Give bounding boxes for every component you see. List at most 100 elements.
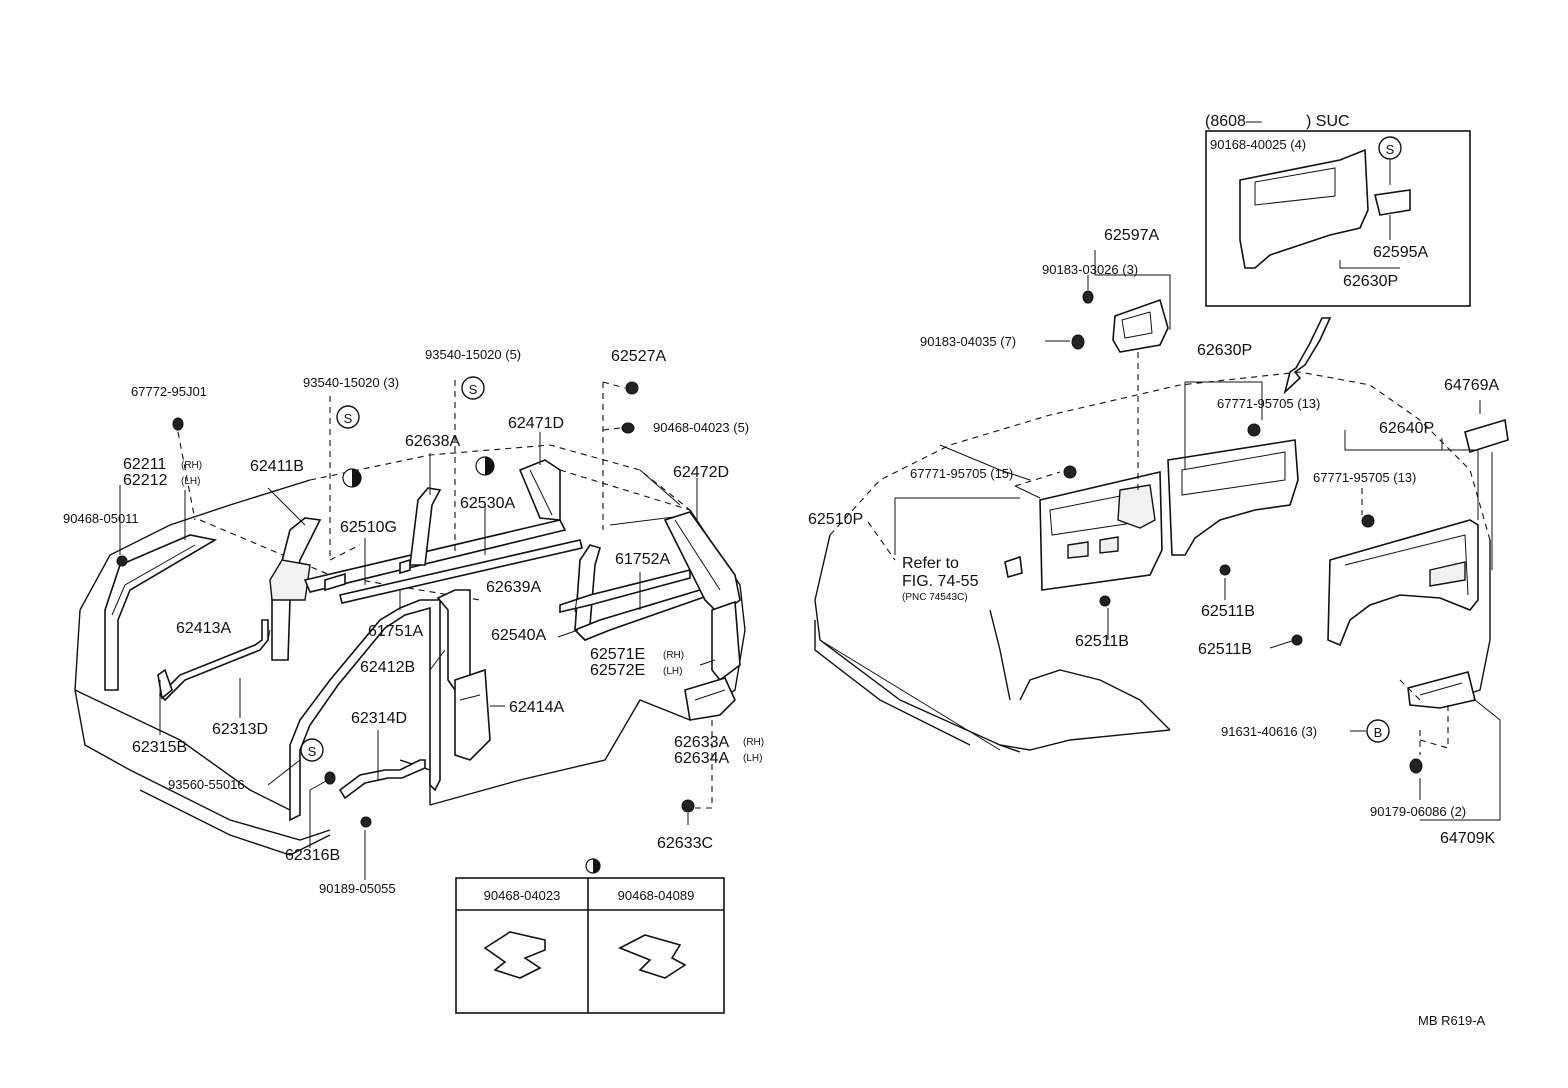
- suc-detail-box: [1205, 130, 1471, 307]
- part-label: 67772-95J01: [131, 384, 207, 399]
- door-opening-weatherstrip-61751A: [289, 599, 441, 822]
- quarter-trim-62571E: [711, 600, 741, 682]
- part-label: 90189-05055: [319, 881, 396, 896]
- weatherstrip-62313D: [157, 619, 269, 702]
- part-label: 62630P: [1197, 342, 1252, 359]
- b-symbol-text: B: [1374, 725, 1383, 740]
- part-label: (RH): [181, 460, 202, 471]
- part-label: FIG. 74-55: [902, 573, 979, 590]
- part-label: (PNC 74543C): [902, 592, 968, 603]
- pillar-62412B: [436, 589, 471, 692]
- part-label: 62638A: [405, 433, 460, 450]
- part-label: 62633C: [657, 835, 713, 852]
- s-symbol-text: S: [308, 744, 317, 759]
- part-label: 62530A: [460, 495, 515, 512]
- part-label: 62314D: [351, 710, 407, 727]
- s-symbol-text: S: [469, 382, 478, 397]
- part-label: 67771-95705 (13): [1217, 396, 1320, 411]
- part-label: Refer to: [902, 555, 959, 572]
- quarter-trim-panel-62630P: [1167, 439, 1299, 556]
- garnish-62414A: [454, 668, 491, 761]
- part-label: (RH): [663, 650, 684, 661]
- part-label: 62511B: [1075, 633, 1129, 650]
- part-label: 62511B: [1201, 603, 1255, 620]
- part-label: ) SUC: [1306, 113, 1350, 130]
- part-label: (LH): [663, 666, 682, 677]
- part-label: 62414A: [509, 699, 564, 716]
- pillar-62472D: [663, 511, 741, 617]
- diagram-code: MB R619-A: [1418, 1013, 1486, 1028]
- part-label: 62211: [123, 456, 166, 473]
- quarter-trim-panel-62640P: [1327, 519, 1479, 647]
- part-label: 61752A: [615, 551, 670, 568]
- part-label: 90468-04023 (5): [653, 420, 749, 435]
- part-label: 62313D: [212, 721, 268, 738]
- part-label: 62571E: [590, 646, 645, 663]
- part-label: 62212: [123, 472, 168, 489]
- refer-panel: [1004, 555, 1023, 579]
- part-label: 62412B: [360, 659, 415, 676]
- part-label: 62540A: [491, 627, 546, 644]
- s-symbol-text: S: [344, 411, 353, 426]
- part-label: 62633A: [674, 734, 729, 751]
- part-label: 90183-04035 (7): [920, 334, 1016, 349]
- s-symbol-icon: [300, 136, 1402, 762]
- clip-table: [455, 877, 725, 1014]
- part-label: 90183-03026 (3): [1042, 262, 1138, 277]
- bracket-64709K: [1407, 671, 1476, 709]
- part-label: (LH): [743, 753, 762, 764]
- part-label: 62572E: [590, 662, 645, 679]
- quarter-trim-panel-62510P: [1039, 470, 1163, 591]
- cover-64769A: [1464, 418, 1509, 454]
- clip-icon: [1063, 423, 1423, 774]
- clip-table-header: 90468-04089: [618, 888, 695, 903]
- part-label: 62316B: [285, 847, 340, 864]
- part-label: 62413A: [176, 620, 231, 637]
- s-symbol-text: S: [1386, 142, 1395, 157]
- part-label: 62471D: [508, 415, 564, 432]
- roof-side-rail-62510G: [303, 519, 567, 593]
- trim-62633A: [684, 677, 736, 721]
- nut-icon: [1071, 334, 1085, 350]
- part-label: 90168-40025 (4): [1210, 137, 1306, 152]
- part-label: 62634A: [674, 750, 729, 767]
- part-label: 62595A: [1373, 244, 1428, 261]
- arrow-icon: [1283, 317, 1332, 395]
- clip-table-header: 90468-04023: [484, 888, 561, 903]
- nut-icon: [1082, 290, 1094, 304]
- part-label: 62527A: [611, 348, 666, 365]
- windshield-molding-62211: [104, 534, 218, 691]
- part-label: 62630P: [1343, 273, 1398, 290]
- part-label: 62639A: [486, 579, 541, 596]
- garnish-62411B: [269, 517, 322, 661]
- part-label: 67771-95705 (15): [910, 466, 1013, 481]
- part-label: 67771-95705 (13): [1313, 470, 1416, 485]
- part-label: (RH): [743, 737, 764, 748]
- part-label: 62597A: [1104, 227, 1159, 244]
- part-label: 91631-40616 (3): [1221, 724, 1317, 739]
- part-label: 62411B: [250, 458, 304, 475]
- part-label: 62315B: [132, 739, 187, 756]
- part-label: 61751A: [368, 623, 423, 640]
- part-label: (8608—: [1205, 113, 1262, 130]
- b-symbol-icon: [1366, 719, 1390, 743]
- part-label: 93560-55016: [168, 777, 245, 792]
- part-label: 90468-05011: [63, 511, 139, 526]
- part-label: 62511B: [1198, 641, 1252, 658]
- trim-62530A: [339, 539, 583, 604]
- part-label: (LH): [181, 476, 200, 487]
- part-label: 64769A: [1444, 377, 1499, 394]
- part-label: 93540-15020 (5): [425, 347, 521, 362]
- part-label: 64709K: [1440, 830, 1495, 847]
- part-label: 62510P: [808, 511, 863, 528]
- right-vehicle-body: [814, 371, 1491, 753]
- part-label: 62510G: [340, 519, 397, 536]
- pillar-62638A: [409, 487, 442, 566]
- part-label: 90179-06086 (2): [1370, 804, 1466, 819]
- part-label: 93540-15020 (3): [303, 375, 399, 390]
- half-circle-icon: [342, 456, 601, 874]
- part-label: 62472D: [673, 464, 729, 481]
- scuff-62314D: [338, 759, 426, 800]
- leader-lines-right: [867, 250, 1501, 821]
